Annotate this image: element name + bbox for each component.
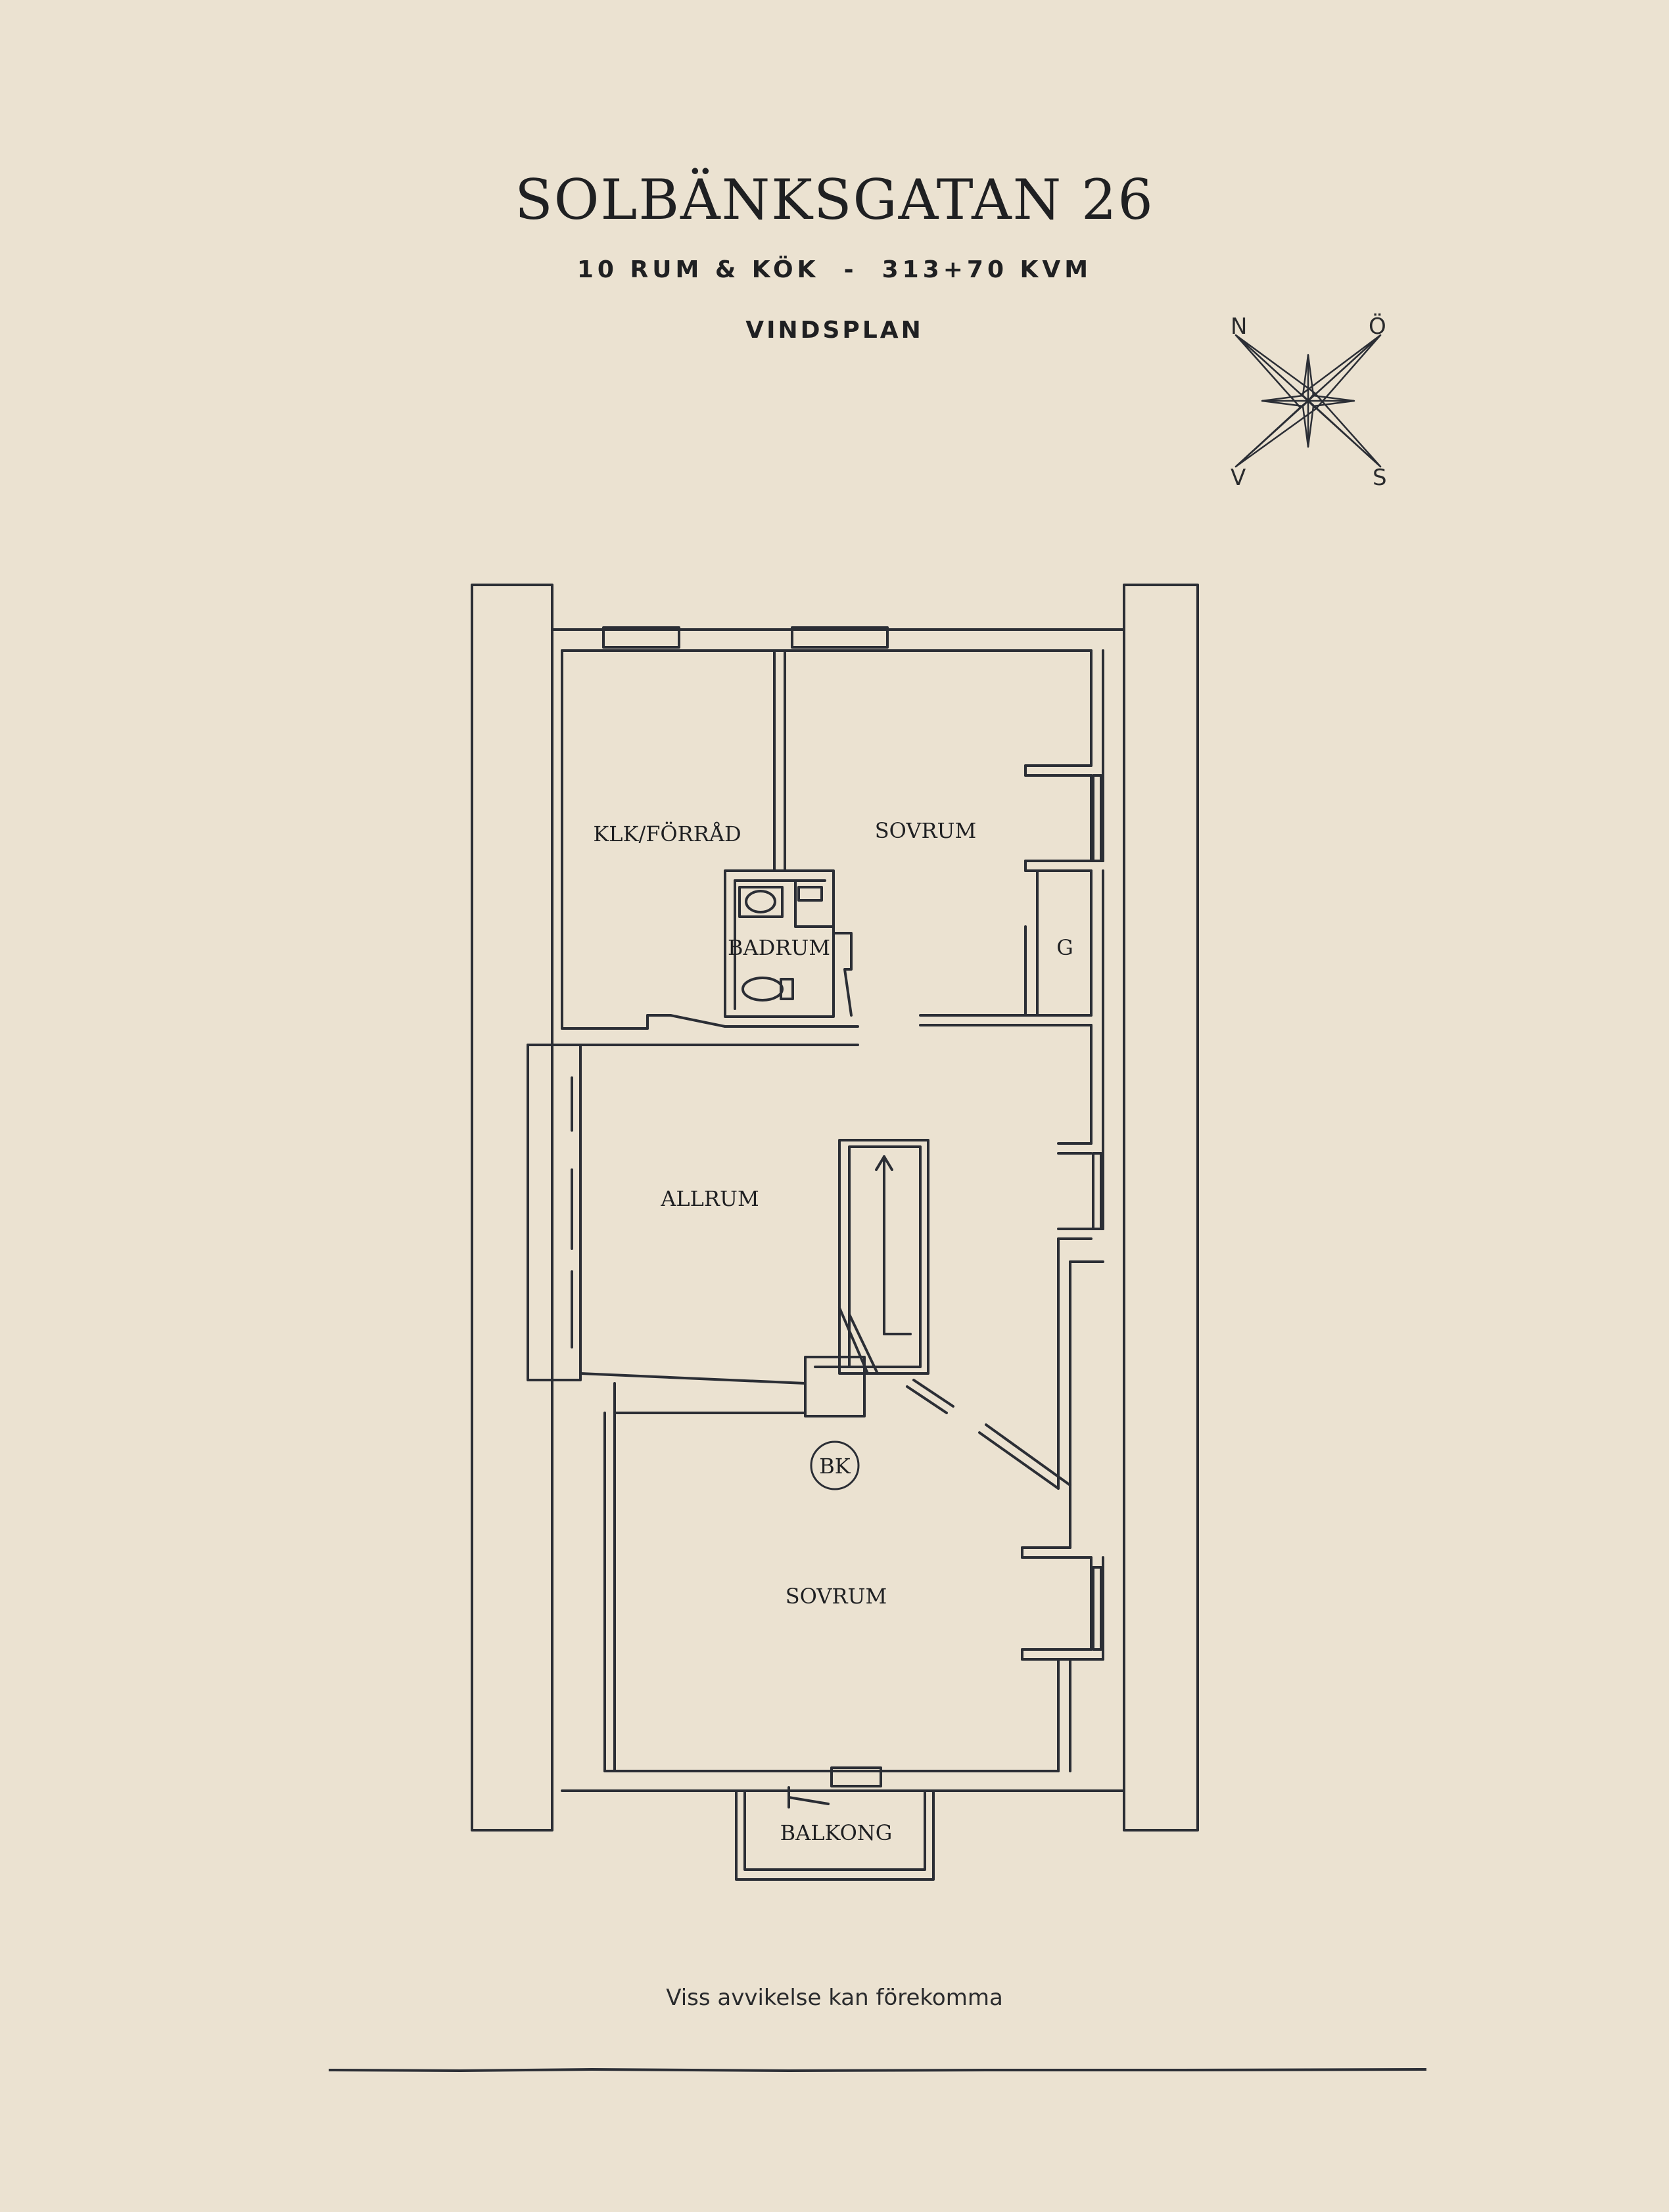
room-label-sovrum-top: SOVRUM [875,818,977,843]
disclaimer-text: Viss avvikelse kan förekomma [666,1985,1003,2011]
compass-rose-icon: N Ö V S [1231,313,1387,491]
floor-level-label: VINDSPLAN [745,317,924,344]
property-summary: 10 RUM & KÖK - 313+70 KVM [576,256,1093,283]
room-label-sovrum-bottom: SOVRUM [786,1584,887,1609]
room-label-allrum: ALLRUM [660,1186,759,1211]
bk-symbol [810,1440,860,1490]
room-label-bk: BK [819,1454,851,1479]
compass-south-label: S [1373,465,1387,491]
room-label-klk-forrad: KLK/FÖRRÅD [593,821,741,846]
room-label-badrum: BADRUM [728,935,830,960]
left-roof-wall [471,584,553,1832]
compass-east-label: Ö [1369,313,1386,340]
right-roof-wall [1123,584,1199,1832]
page-title: SOLBÄNKSGATAN 26 [515,168,1154,232]
room-label-balkong: BALKONG [780,1820,893,1845]
compass-west-label: V [1231,465,1246,491]
compass-north-label: N [1231,313,1247,340]
room-label-g: G [1056,935,1073,960]
